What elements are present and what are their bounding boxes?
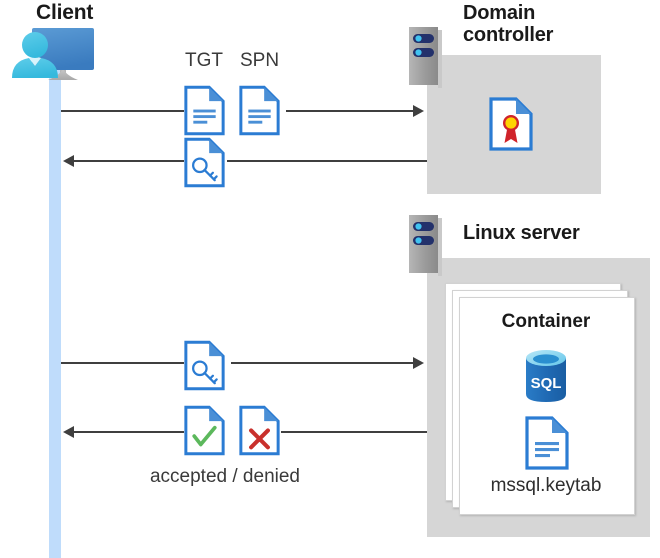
message-3-line-right <box>231 362 414 364</box>
message-4-line-right <box>281 431 427 433</box>
client-title: Client <box>36 1 94 24</box>
keytab-filename-label: mssql.keytab <box>490 475 602 496</box>
message-1-line-left <box>61 110 184 112</box>
document-cross-icon <box>239 405 280 461</box>
certificate-document-icon <box>489 97 533 156</box>
message-2-line-left <box>73 160 184 162</box>
svg-text:SQL: SQL <box>531 375 562 392</box>
server-rack-icon <box>409 27 442 89</box>
client-lifeline <box>49 62 61 558</box>
accepted-denied-label: accepted / denied <box>149 466 300 487</box>
keytab-document-icon <box>525 416 569 475</box>
message-1-line-right <box>286 110 414 112</box>
tgt-document-icon <box>184 85 225 141</box>
message-4-line-left <box>73 431 184 433</box>
message-3-arrowhead <box>413 357 424 369</box>
message-2-line-right <box>227 160 427 162</box>
document-key-icon <box>184 137 225 193</box>
domain-controller-title: Domain controller <box>463 2 554 47</box>
user-monitor-icon <box>8 23 112 100</box>
container-card-front <box>459 297 635 515</box>
tgt-label: TGT <box>185 50 223 71</box>
server-rack-icon <box>409 215 442 277</box>
document-check-icon <box>184 405 225 461</box>
document-key-icon <box>184 340 225 396</box>
message-4-arrowhead <box>63 426 74 438</box>
message-2-arrowhead <box>63 155 74 167</box>
message-3-line-left <box>61 362 184 364</box>
spn-label: SPN <box>240 50 280 71</box>
message-1-arrowhead <box>413 105 424 117</box>
sql-database-icon: SQL <box>521 348 571 409</box>
container-title: Container <box>501 311 591 332</box>
spn-document-icon <box>239 85 280 141</box>
linux-server-title: Linux server <box>463 222 580 244</box>
